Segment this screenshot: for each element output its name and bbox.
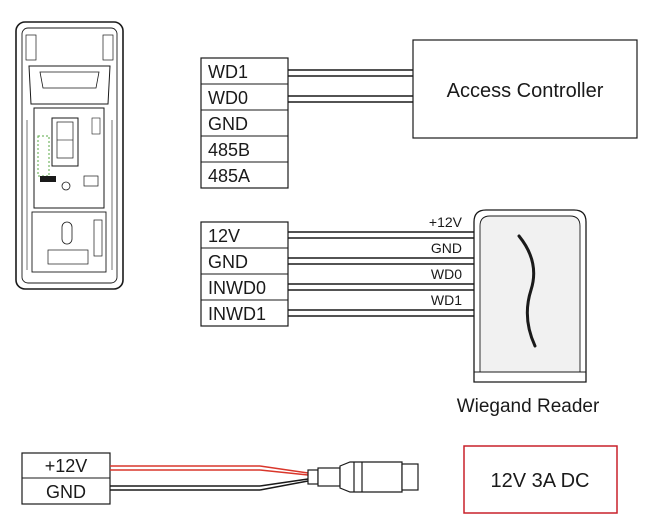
wire-label-wd0: WD0 — [431, 266, 462, 282]
wave-icon — [517, 234, 537, 348]
terminal-gnd-mid: GND — [208, 252, 248, 272]
terminal-12v: 12V — [208, 226, 240, 246]
mid-terminal-block: 12V GND INWD0 INWD1 — [200, 221, 289, 327]
access-controller-wires — [288, 69, 413, 103]
device-illustration — [15, 21, 124, 290]
power-cable — [110, 465, 309, 491]
power-terminal-positive: +12V — [45, 456, 88, 476]
access-controller-box: Access Controller — [412, 39, 638, 139]
terminal-inwd1: INWD1 — [208, 304, 266, 324]
dc-plug-icon — [307, 461, 419, 493]
terminal-wd0: WD0 — [208, 88, 248, 108]
terminal-wd1: WD1 — [208, 62, 248, 82]
wiegand-reader-label: Wiegand Reader — [457, 396, 600, 417]
power-supply-label: 12V 3A DC — [491, 470, 590, 492]
wire-label-12v: +12V — [429, 214, 463, 230]
wire-label-gnd: GND — [431, 240, 462, 256]
wire-label-wd1: WD1 — [431, 292, 462, 308]
terminal-485a: 485A — [208, 166, 250, 186]
access-controller-label: Access Controller — [447, 80, 604, 102]
wiegand-wires — [288, 231, 478, 317]
terminal-inwd0: INWD0 — [208, 278, 266, 298]
power-terminal-block: +12V GND — [21, 452, 111, 505]
terminal-gnd: GND — [208, 114, 248, 134]
power-terminal-gnd: GND — [46, 482, 86, 502]
terminal-485b: 485B — [208, 140, 250, 160]
top-terminal-block: WD1 WD0 GND 485B 485A — [200, 57, 289, 189]
wiegand-reader-device — [473, 209, 587, 383]
power-supply-box: 12V 3A DC — [463, 445, 618, 514]
